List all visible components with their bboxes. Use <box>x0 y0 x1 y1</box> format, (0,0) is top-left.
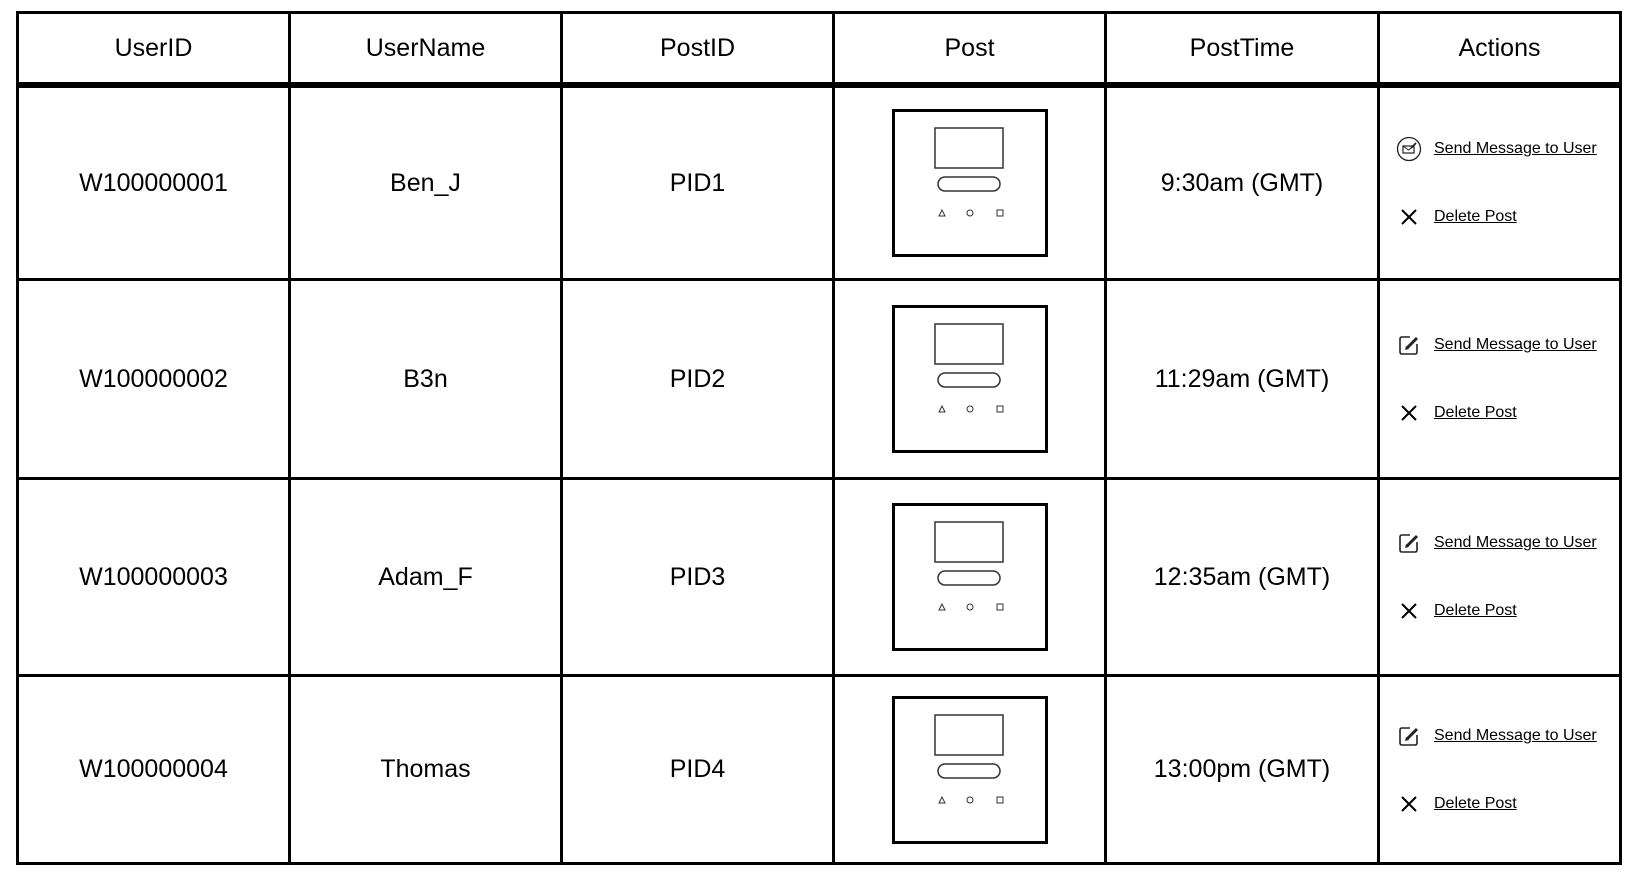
header-postid: PostID <box>563 14 835 88</box>
delete-post-link[interactable]: Delete Post <box>1434 794 1517 812</box>
send-message-link[interactable]: Send Message to User <box>1434 534 1597 551</box>
send-message-link[interactable]: Send Message to User <box>1434 726 1597 744</box>
send-message-button[interactable]: Send Message to User <box>1396 332 1597 358</box>
delete-post-button[interactable]: Delete Post <box>1396 791 1517 817</box>
edit-square-icon <box>1396 530 1422 556</box>
header-post: Post <box>835 14 1107 88</box>
delete-post-button[interactable]: Delete Post <box>1396 400 1517 426</box>
header-actions: Actions <box>1380 14 1619 88</box>
cell-post <box>835 88 1107 281</box>
cell-user-name: B3n <box>291 281 563 480</box>
cell-post-time: 12:35am (GMT) <box>1107 480 1380 677</box>
header-username: UserName <box>291 14 563 88</box>
cell-post <box>835 480 1107 677</box>
delete-post-link[interactable]: Delete Post <box>1434 208 1517 225</box>
send-message-link[interactable]: Send Message to User <box>1434 140 1597 157</box>
send-message-button[interactable]: Send Message to User <box>1396 136 1597 162</box>
post-thumbnail[interactable] <box>891 305 1048 453</box>
cell-post-id: PID4 <box>563 677 835 862</box>
post-thumbnail[interactable] <box>891 695 1048 844</box>
envelope-pencil-circle-icon <box>1396 136 1422 162</box>
edit-square-icon <box>1396 332 1422 358</box>
cell-post-id: PID1 <box>563 88 835 281</box>
cell-actions: Send Message to User Delete Post <box>1380 480 1619 677</box>
close-icon <box>1396 204 1422 230</box>
cell-user-id: W100000002 <box>19 281 291 480</box>
cell-user-name: Thomas <box>291 677 563 862</box>
cell-post-time: 13:00pm (GMT) <box>1107 677 1380 862</box>
close-icon <box>1396 791 1422 817</box>
cell-user-id: W100000001 <box>19 88 291 281</box>
cell-post-time: 9:30am (GMT) <box>1107 88 1380 281</box>
delete-post-button[interactable]: Delete Post <box>1396 204 1517 230</box>
cell-actions: Send Message to User Delete Post <box>1380 281 1619 480</box>
cell-user-id: W100000003 <box>19 480 291 677</box>
cell-post <box>835 677 1107 862</box>
post-wireframe-icon <box>933 323 1004 413</box>
cell-post-id: PID3 <box>563 480 835 677</box>
send-message-button[interactable]: Send Message to User <box>1396 530 1597 556</box>
cell-user-name: Ben_J <box>291 88 563 281</box>
post-wireframe-icon <box>933 713 1004 803</box>
post-wireframe-icon <box>933 127 1004 217</box>
close-icon <box>1396 400 1422 426</box>
close-icon <box>1396 598 1422 624</box>
send-message-button[interactable]: Send Message to User <box>1396 723 1597 749</box>
edit-square-icon <box>1396 723 1422 749</box>
header-posttime: PostTime <box>1107 14 1380 88</box>
delete-post-link[interactable]: Delete Post <box>1434 602 1517 619</box>
cell-post-id: PID2 <box>563 281 835 480</box>
delete-post-link[interactable]: Delete Post <box>1434 404 1517 421</box>
cell-actions: Send Message to User Delete Post <box>1380 88 1619 281</box>
post-wireframe-icon <box>933 521 1004 611</box>
delete-post-button[interactable]: Delete Post <box>1396 598 1517 624</box>
cell-actions: Send Message to User Delete Post <box>1380 677 1619 862</box>
cell-post-time: 11:29am (GMT) <box>1107 281 1380 480</box>
posts-table: UserID UserName PostID Post PostTime Act… <box>16 11 1622 865</box>
send-message-link[interactable]: Send Message to User <box>1434 336 1597 353</box>
post-thumbnail[interactable] <box>891 503 1048 651</box>
post-thumbnail[interactable] <box>891 109 1048 257</box>
cell-user-name: Adam_F <box>291 480 563 677</box>
cell-post <box>835 281 1107 480</box>
header-userid: UserID <box>19 14 291 88</box>
cell-user-id: W100000004 <box>19 677 291 862</box>
